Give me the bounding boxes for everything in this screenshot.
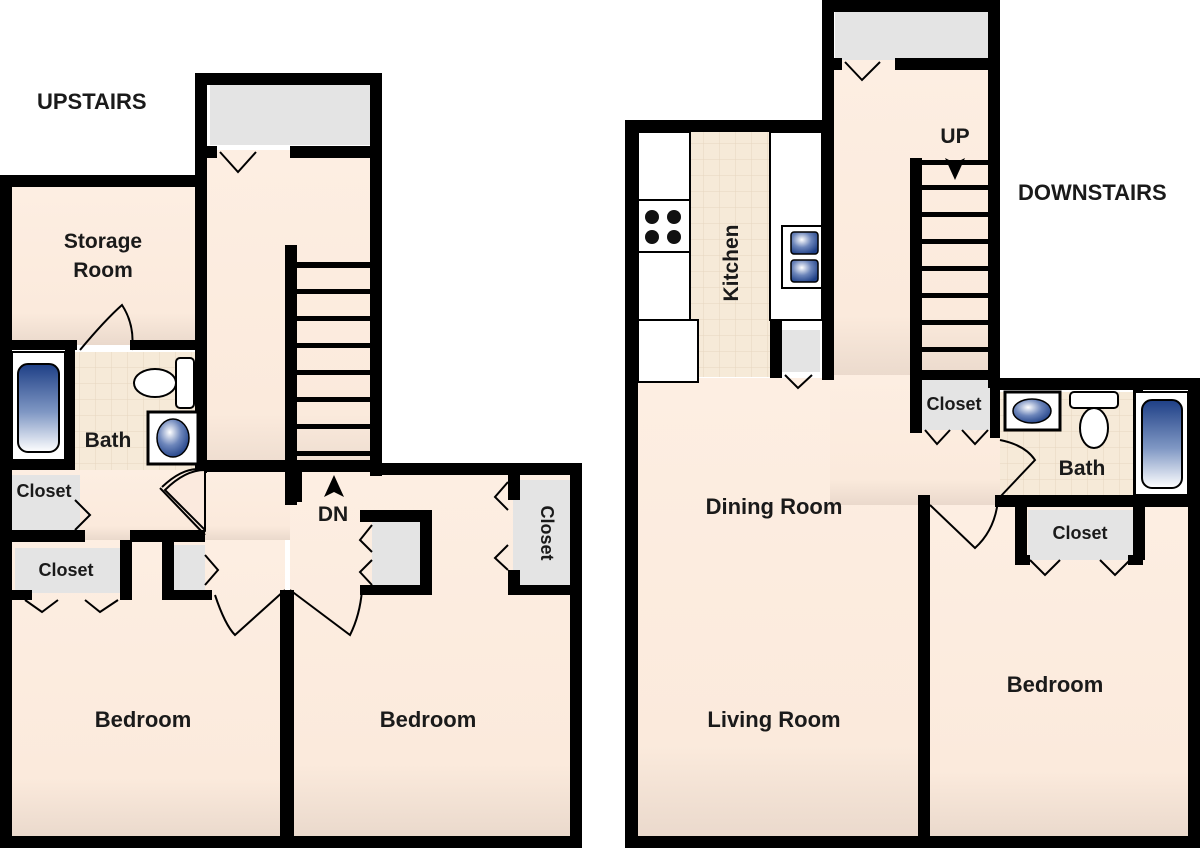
small-closet-fill: [170, 545, 205, 590]
storage-room-label-line1: Storage: [64, 230, 142, 253]
downstairs-doors: [784, 61, 1131, 577]
toilet-icon: [133, 357, 195, 409]
downstairs-bedroom-label: Bedroom: [1007, 672, 1104, 697]
upstairs-bedroom-right-closet-label: Closet: [537, 505, 557, 560]
upstairs-staircase: [285, 245, 370, 505]
upstairs-bedroom-left-closet-label: Closet: [38, 560, 93, 580]
upstairs-stairs-dn-label: DN: [318, 503, 348, 526]
down-arrow-icon: [324, 475, 344, 497]
living-room-label: Living Room: [707, 707, 840, 732]
up-arrow-icon: [945, 158, 965, 180]
upstairs-bath-label: Bath: [85, 429, 132, 452]
downstairs-heading: DOWNSTAIRS: [1018, 180, 1167, 205]
bedroom-closet-fill: [1028, 510, 1133, 560]
downstairs-bath-label: Bath: [1059, 457, 1106, 480]
bedroom-left-closet-fill: [15, 548, 120, 593]
downstairs-staircase: [922, 158, 988, 352]
upstairs-plan: UPSTAIRS Storage Room Bath Closet Closet…: [0, 73, 582, 848]
kitchen-tile-floor: [690, 132, 770, 377]
sink-icon: [146, 410, 200, 466]
upstairs-bedroom-left-label: Bedroom: [95, 707, 192, 732]
upstairs-heading: UPSTAIRS: [37, 89, 147, 114]
upstairs-bedroom-right-label: Bedroom: [380, 707, 477, 732]
downstairs-plan: DOWNSTAIRS Kitchen Dining Room Living Ro…: [625, 0, 1200, 848]
downstairs-bathtub-icon: [1134, 391, 1189, 496]
upstairs-hall-closet-label: Closet: [16, 481, 71, 501]
dining-room-label: Dining Room: [706, 494, 843, 519]
downstairs-top-closet: [835, 10, 988, 60]
upstairs-bath-fixtures: [11, 351, 200, 466]
downstairs-walls: [625, 0, 1200, 848]
downstairs-stair-closet-label: Closet: [926, 394, 981, 414]
downstairs-bedroom-closet-label: Closet: [1052, 523, 1107, 543]
bedroom-right-closet-fill: [513, 480, 570, 590]
stove-burners-icon: [645, 210, 681, 244]
kitchen-sink-icon: [781, 225, 823, 289]
upstairs-doors: [24, 151, 509, 637]
storage-room-floor: [10, 185, 200, 345]
kitchen-pantry: [782, 330, 820, 372]
kitchen-counters: [637, 131, 823, 383]
downstairs-stairs-up-label: UP: [940, 125, 969, 148]
storage-room-label-line2: Room: [73, 259, 133, 282]
downstairs-toilet-icon: [1069, 391, 1119, 449]
downstairs-sink-icon: [1003, 390, 1062, 432]
upstairs-top-closet: [210, 85, 370, 145]
upstairs-walls: [0, 73, 582, 848]
stair-closet-fill: [918, 380, 990, 430]
kitchen-label: Kitchen: [720, 224, 743, 301]
right-side-closet-fill: [372, 520, 424, 585]
downstairs-bath-fixtures: [1003, 390, 1189, 496]
hall-closet-fill: [10, 475, 80, 530]
